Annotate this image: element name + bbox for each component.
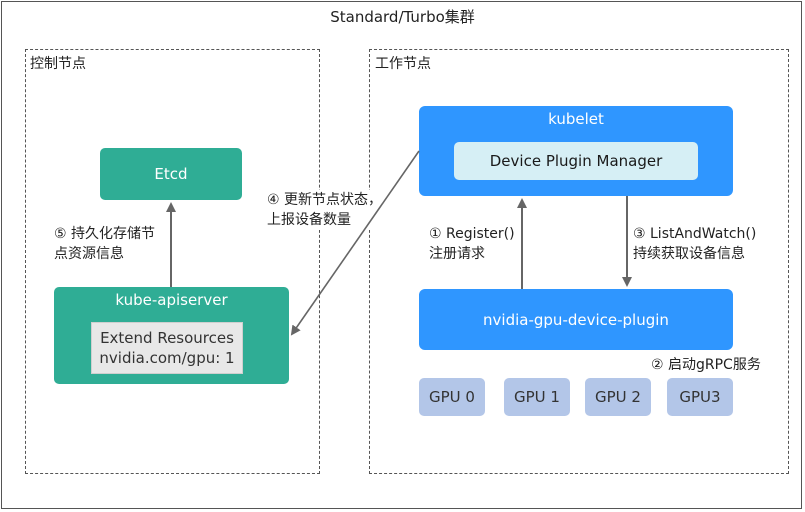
control-plane-zone — [25, 49, 320, 474]
list-watch-note-line1: ③ ListAndWatch() — [633, 226, 757, 242]
nvidia-gpu-device-plugin-box: nvidia-gpu-device-plugin — [419, 289, 733, 350]
register-note: ① Register() 注册请求 — [429, 224, 515, 264]
extend-resources-line1: Extend Resources — [100, 329, 234, 347]
register-note-line2: 注册请求 — [429, 246, 485, 262]
list-watch-note-line2: 持续获取设备信息 — [633, 246, 745, 262]
gpu-1-box: GPU 1 — [504, 378, 570, 416]
etcd-box: Etcd — [100, 148, 242, 200]
gpu-2-box: GPU 2 — [585, 378, 651, 416]
gpu-0-box: GPU 0 — [419, 378, 485, 416]
cluster-title: Standard/Turbo集群 — [330, 8, 475, 26]
register-note-line1: ① Register() — [429, 226, 515, 242]
apiserver-box: kube-apiserver Extend Resources nvidia.c… — [54, 287, 289, 384]
persist-note: ⑤ 持久化存储节 点资源信息 — [54, 224, 155, 264]
apiserver-title: kube-apiserver — [115, 291, 228, 309]
extend-resources-box: Extend Resources nvidia.com/gpu: 1 — [91, 322, 243, 374]
kubelet-to-apiserver-arrow — [290, 150, 420, 336]
update-status-note-line2: 上报设备数量 — [267, 212, 351, 228]
grpc-note: ② 启动gRPC服务 — [651, 357, 761, 373]
gpu-3-box: GPU3 — [667, 378, 733, 416]
device-plugin-manager-box: Device Plugin Manager — [454, 142, 698, 180]
extend-resources-line2: nvidia.com/gpu: 1 — [99, 349, 235, 367]
persist-note-line2: 点资源信息 — [54, 246, 124, 262]
control-plane-label: 控制节点 — [30, 56, 86, 72]
list-watch-note: ③ ListAndWatch() 持续获取设备信息 — [633, 224, 756, 264]
update-status-note: ④ 更新节点状态， 上报设备数量 — [267, 190, 383, 230]
kubelet-box: kubelet Device Plugin Manager — [419, 106, 733, 196]
worker-label: 工作节点 — [375, 56, 431, 72]
update-status-note-line1: ④ 更新节点状态， — [267, 192, 383, 208]
persist-note-line1: ⑤ 持久化存储节 — [54, 226, 156, 242]
kubelet-title: kubelet — [548, 110, 604, 128]
worker-zone — [369, 49, 789, 474]
